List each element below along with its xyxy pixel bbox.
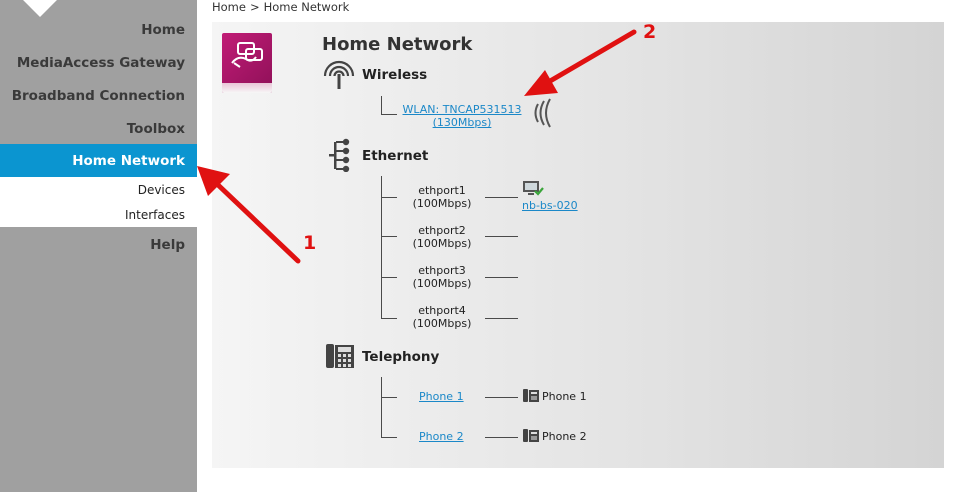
- sidebar-submenu: Devices Interfaces: [0, 177, 197, 227]
- home-network-panel: Home Network Wireless WLAN: TNCAP531513 …: [212, 22, 944, 468]
- page-title: Home Network: [322, 34, 473, 55]
- sidebar-item-toolbox[interactable]: Toolbox: [126, 121, 185, 137]
- gateway-icon: [222, 33, 272, 93]
- ethport1-connector: [485, 197, 518, 198]
- computer-icon: [523, 181, 544, 196]
- ethport3-speed: (100Mbps): [412, 277, 472, 290]
- ethport4: ethport4 (100Mbps): [402, 304, 482, 330]
- signal-waves-icon: [534, 98, 551, 128]
- ethernet-trunk-line: [381, 176, 382, 319]
- wlan-speed[interactable]: (130Mbps): [432, 116, 492, 129]
- ethport1: ethport1 (100Mbps): [402, 184, 482, 210]
- ethernet-branch: [381, 236, 397, 237]
- breadcrumb: Home>Home Network: [212, 0, 349, 14]
- ethport4-name: ethport4: [418, 304, 466, 317]
- wlan-link[interactable]: WLAN: TNCAP531513 (130Mbps): [397, 103, 527, 129]
- telephony-title: Telephony: [362, 349, 440, 365]
- phone-device-icon: [523, 389, 539, 402]
- telephone-icon: [326, 344, 354, 368]
- ethernet-branch: [381, 197, 397, 198]
- ethport2-speed: (100Mbps): [412, 237, 472, 250]
- ethport4-connector: [485, 318, 518, 319]
- sidebar-item-mediaaccess-gateway[interactable]: MediaAccess Gateway: [16, 55, 185, 71]
- sidebar-item-broadband-connection[interactable]: Broadband Connection: [11, 88, 185, 104]
- annotation-number-2: 2: [643, 21, 657, 43]
- wireless-connector: [381, 96, 382, 114]
- ethport4-speed: (100Mbps): [412, 317, 472, 330]
- phone-2-connector: [485, 437, 518, 438]
- wireless-title: Wireless: [362, 67, 428, 83]
- ethport1-speed: (100Mbps): [412, 197, 472, 210]
- annotation-arrow-1: [197, 166, 301, 264]
- sidebar: Home MediaAccess Gateway Broadband Conne…: [0, 0, 197, 492]
- ethport1-name: ethport1: [418, 184, 466, 197]
- ethport2: ethport2 (100Mbps): [402, 224, 482, 250]
- sidebar-item-label: Home Network: [72, 153, 185, 169]
- ethport2-name: ethport2: [418, 224, 466, 237]
- wlan-name[interactable]: WLAN: TNCAP531513: [402, 103, 522, 116]
- device-link-nb-bs-020[interactable]: nb-bs-020: [522, 199, 578, 212]
- breadcrumb-current: Home Network: [263, 0, 350, 14]
- ethernet-title: Ethernet: [362, 148, 429, 164]
- phone-1-connector: [485, 397, 518, 398]
- submenu-item-interfaces[interactable]: Interfaces: [125, 208, 185, 222]
- phone-2-device: Phone 2: [542, 430, 587, 443]
- sidebar-item-home[interactable]: Home: [141, 22, 185, 38]
- ethernet-tree-icon: [329, 138, 350, 172]
- sidebar-item-home-network[interactable]: Home Network: [0, 144, 197, 177]
- telephony-branch: [381, 397, 397, 398]
- annotation-arrow-2: [524, 29, 637, 96]
- wireless-antenna-icon: [323, 60, 355, 89]
- ethernet-branch: [381, 318, 397, 319]
- sidebar-item-help[interactable]: Help: [150, 237, 185, 253]
- ethernet-branch: [381, 277, 397, 278]
- annotation-number-1: 1: [303, 232, 317, 254]
- breadcrumb-separator: >: [249, 0, 260, 14]
- ethport3: ethport3 (100Mbps): [402, 264, 482, 290]
- wireless-connector: [381, 114, 397, 115]
- submenu-item-devices[interactable]: Devices: [137, 183, 185, 197]
- telephony-branch: [381, 437, 397, 438]
- phone-1-device: Phone 1: [542, 390, 587, 403]
- breadcrumb-home[interactable]: Home: [212, 0, 246, 14]
- telephony-trunk-line: [381, 377, 382, 437]
- phone-device-icon: [523, 429, 539, 442]
- phone-2-link[interactable]: Phone 2: [419, 430, 464, 443]
- ethport2-connector: [485, 236, 518, 237]
- phone-1-link[interactable]: Phone 1: [419, 390, 464, 403]
- ethport3-name: ethport3: [418, 264, 466, 277]
- ethport3-connector: [485, 277, 518, 278]
